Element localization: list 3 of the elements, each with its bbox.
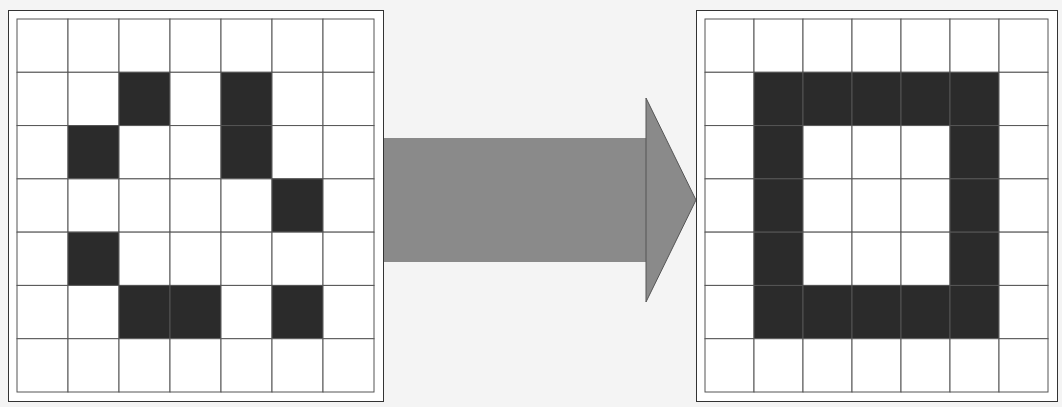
pixel-grid — [696, 10, 1058, 402]
pixel-grid — [8, 10, 384, 402]
block-arrow — [384, 97, 697, 303]
